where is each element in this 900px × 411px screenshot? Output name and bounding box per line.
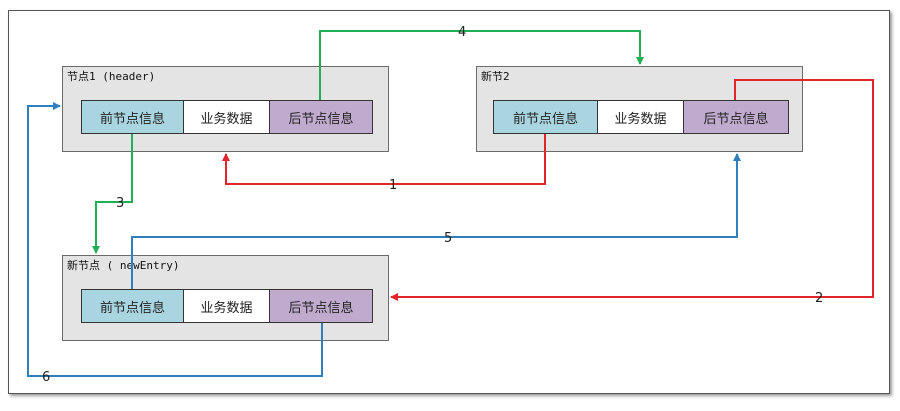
node-new-entry-fields: 前节点信息 业务数据 后节点信息 [81,289,373,323]
node-header-prev-field: 前节点信息 [82,101,184,133]
node-new-entry: 新节点 ( newEntry) 前节点信息 业务数据 后节点信息 [62,255,389,341]
arrow-6 [27,102,323,377]
arrow-2 [390,79,874,301]
node-header: 节点1 (header) 前节点信息 业务数据 后节点信息 [62,66,389,152]
node-2-data-field: 业务数据 [598,101,684,133]
node-2-fields: 前节点信息 业务数据 后节点信息 [493,100,789,134]
node-header-data-field: 业务数据 [184,101,270,133]
arrow-3 [92,134,133,254]
node-2-prev-field: 前节点信息 [494,101,598,133]
node-header-fields: 前节点信息 业务数据 后节点信息 [81,100,373,134]
node-header-next-field: 后节点信息 [270,101,372,133]
node-2-title: 新节2 [481,70,510,83]
arrow-1-label: 1 [389,178,397,193]
arrow-4 [319,30,644,100]
arrow-6-label: 6 [42,370,50,385]
arrow-2-label: 2 [815,291,823,306]
node-header-title: 节点1 (header) [67,70,156,83]
arrow-4-label: 4 [458,25,466,40]
arrow-5 [131,153,741,289]
node-new-entry-prev-field: 前节点信息 [82,290,184,322]
node-2-next-field: 后节点信息 [684,101,788,133]
arrow-3-label: 3 [116,196,124,211]
node-new-entry-next-field: 后节点信息 [270,290,372,322]
arrow-5-label: 5 [444,231,452,246]
node-new-entry-title: 新节点 ( newEntry) [67,259,180,272]
node-new-entry-data-field: 业务数据 [184,290,270,322]
arrow-1 [222,134,546,185]
